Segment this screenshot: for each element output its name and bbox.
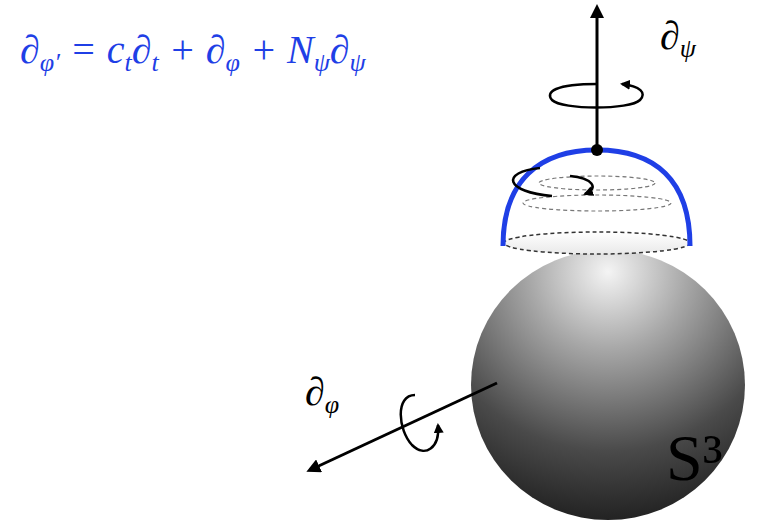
rotation-arrow [570, 176, 593, 194]
cap-slice [539, 176, 655, 190]
formula-label: ∂φ′ = ct∂t + ∂φ + Nψ∂ψ [20, 28, 366, 72]
cap-base [504, 232, 690, 254]
cap-arc [503, 150, 690, 246]
phi-axis [310, 383, 497, 470]
rotation-arrow [513, 168, 552, 196]
axis-label: ∂ψ [660, 14, 696, 58]
rotation-arrow [550, 84, 643, 108]
psi-axis [596, 8, 599, 150]
pole-dot [591, 144, 603, 156]
axis-label: ∂φ [305, 370, 339, 414]
sphere: S³ [470, 246, 746, 520]
rotation-arrow [401, 395, 438, 451]
sphere-label: S³ [666, 422, 723, 495]
cap-slice [523, 195, 671, 211]
